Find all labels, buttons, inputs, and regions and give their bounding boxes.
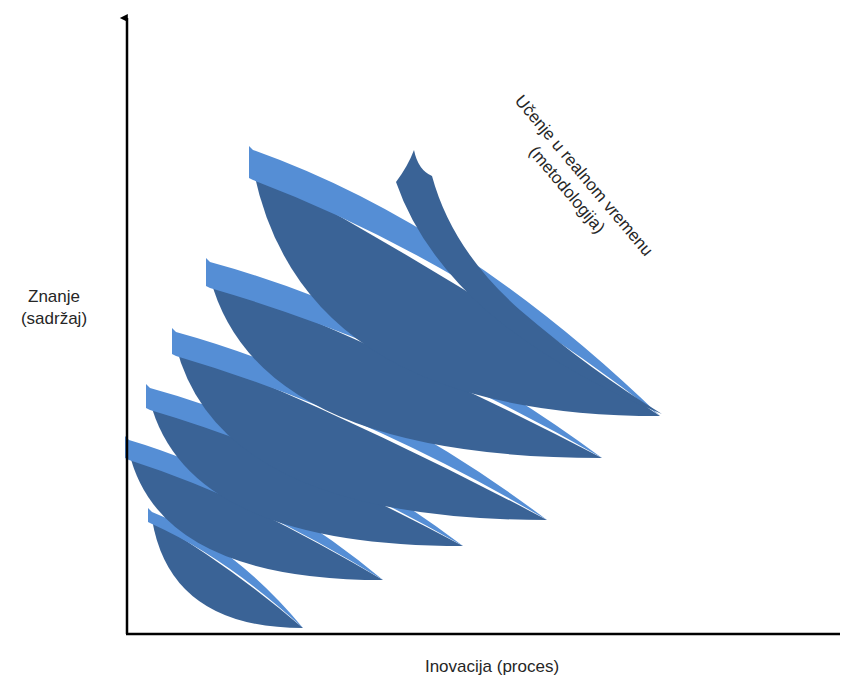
ribbon-end <box>172 328 176 356</box>
axis-label: Inovacija (proces) <box>362 656 622 678</box>
ribbon-end <box>249 146 253 180</box>
ribbon-end <box>148 508 152 524</box>
ribbon-label: Učenje u realnom vremenu (metodologija) <box>484 81 666 286</box>
ribbon-top-end <box>396 150 662 414</box>
ribbon-end <box>206 258 210 288</box>
y-axis <box>126 18 129 634</box>
x-axis <box>126 633 840 636</box>
ribbon-end <box>146 384 150 410</box>
axis-label: Znanje (sadržaj) <box>2 286 106 330</box>
